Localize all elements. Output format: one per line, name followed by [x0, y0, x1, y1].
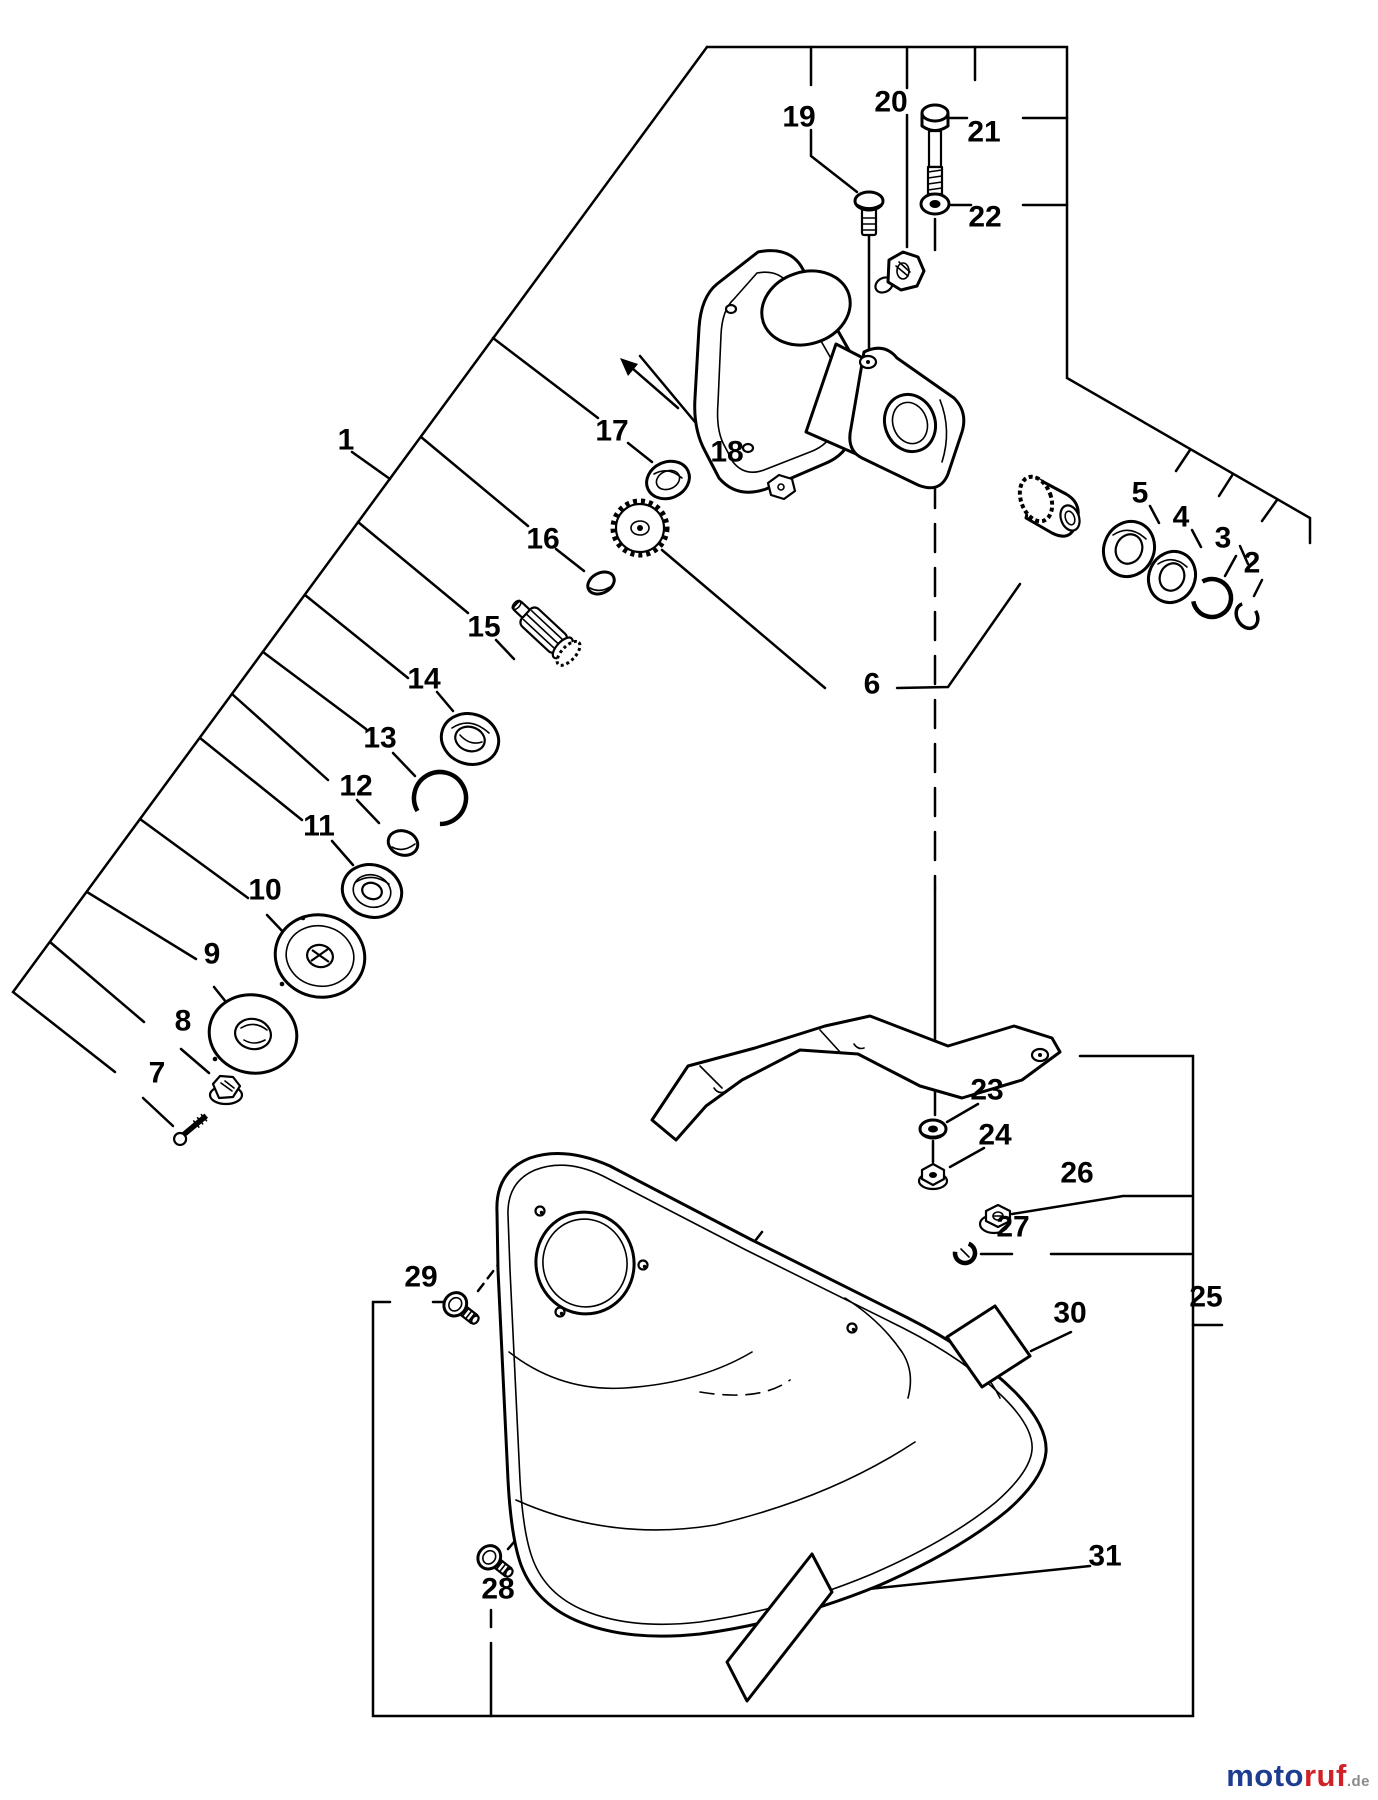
gear-case-dome	[760, 269, 852, 347]
screw-19	[853, 190, 885, 237]
collar-12	[386, 829, 420, 857]
part-label-7: 7	[149, 1057, 166, 1090]
part-label-25: 25	[1189, 1281, 1222, 1314]
lower-section-border	[371, 1054, 1224, 1718]
part-label-30: 30	[1053, 1297, 1086, 1330]
nut-26	[978, 1203, 1012, 1235]
shield-screw-holes	[534, 1205, 858, 1334]
part-label-4: 4	[1173, 501, 1190, 534]
arbor-shaft-15	[511, 599, 582, 667]
part-label-3: 3	[1215, 522, 1232, 555]
part-label-17: 17	[595, 415, 628, 448]
bearing-14	[439, 712, 501, 766]
part-label-29: 29	[404, 1261, 437, 1294]
part-label-16: 16	[526, 523, 559, 556]
label-sticker-30	[945, 1304, 1032, 1389]
part-label-2: 2	[1244, 547, 1261, 580]
disc-9	[207, 993, 299, 1075]
logo-text-suffix: .de	[1346, 1773, 1370, 1790]
mounting-bracket	[650, 1014, 1062, 1142]
part-label-28: 28	[481, 1573, 514, 1606]
bearing-5	[1101, 519, 1157, 579]
part-label-1: 1	[338, 424, 355, 457]
motoruf-logo: motoruf.de	[1226, 1758, 1370, 1794]
part-label-31: 31	[1088, 1540, 1121, 1573]
upper-section-border	[11, 45, 1312, 1074]
pin-7	[172, 1113, 209, 1147]
assembly-arrow	[620, 358, 638, 376]
nut-8	[208, 1074, 244, 1106]
part-label-8: 8	[175, 1005, 192, 1038]
bearing-17	[645, 459, 691, 501]
washer-23	[918, 1118, 948, 1140]
nut-18	[766, 473, 797, 501]
nut-24	[917, 1162, 949, 1191]
part-label-11: 11	[303, 810, 335, 843]
leader-lines-right	[638, 45, 1279, 1117]
part-label-22: 22	[968, 201, 1001, 234]
ring-2	[1234, 601, 1260, 631]
bevel-gear	[610, 498, 670, 558]
part-label-24: 24	[978, 1119, 1012, 1152]
label-sticker-31	[725, 1552, 834, 1703]
part-label-23: 23	[970, 1074, 1003, 1107]
part-label-20: 20	[874, 86, 907, 119]
part-label-26: 26	[1060, 1157, 1093, 1190]
gear-case-assembly	[620, 249, 966, 494]
holder-cup-10	[273, 913, 367, 999]
snap-ring-3	[1190, 576, 1234, 620]
part-label-15: 15	[467, 611, 500, 644]
leader-lines-left	[48, 336, 654, 1128]
e-clip-27	[952, 1240, 978, 1266]
plug-20	[874, 250, 926, 294]
screw-29	[442, 1291, 480, 1325]
snap-ring-13	[411, 769, 469, 827]
part-label-5: 5	[1132, 477, 1149, 510]
part-label-19: 19	[782, 101, 815, 134]
logo-text-blue: moto	[1226, 1758, 1304, 1793]
bearing-11	[340, 863, 404, 919]
part-label-14: 14	[407, 663, 441, 696]
screw-28	[476, 1544, 514, 1578]
part-label-9: 9	[204, 938, 221, 971]
washer-22	[919, 192, 951, 216]
part-label-6: 6	[864, 668, 881, 701]
bolt-21	[920, 103, 950, 196]
part-label-27: 27	[996, 1211, 1029, 1244]
bearing-4	[1146, 549, 1198, 605]
part-label-21: 21	[967, 116, 1000, 149]
part-label-10: 10	[248, 874, 281, 907]
debris-shield	[495, 1152, 1048, 1638]
part-label-12: 12	[339, 770, 372, 803]
logo-text-red: ruf	[1303, 1758, 1347, 1793]
part-label-18: 18	[710, 436, 743, 469]
pinion-gear	[1017, 474, 1081, 538]
part-label-13: 13	[363, 722, 396, 755]
collar-16	[586, 570, 616, 596]
